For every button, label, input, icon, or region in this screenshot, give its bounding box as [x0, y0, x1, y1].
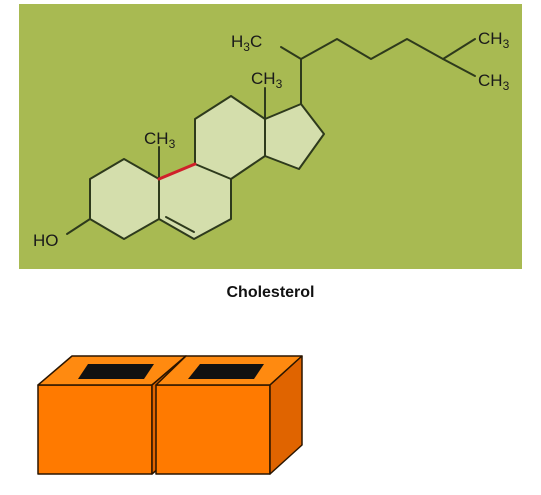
block-2-front-face: [155, 384, 271, 475]
cholesterol-structure-panel: HO CH3 CH3 H3C CH3 CH3: [19, 4, 522, 269]
hydroxyl-label: HO: [33, 231, 59, 250]
methyl-c13-label: CH3: [251, 69, 283, 91]
block-1-front-face: [37, 384, 153, 475]
methyl-c10-label: CH3: [144, 129, 176, 151]
terminal-methyl-label-2: CH3: [478, 71, 510, 93]
cholesterol-structure-diagram: HO CH3 CH3 H3C CH3 CH3: [19, 4, 522, 269]
skeleton-bonds: [66, 38, 476, 240]
block-2-side-face: [269, 355, 303, 475]
block-2: [155, 355, 303, 475]
ring-a: [90, 159, 159, 239]
ring-b-bonds: [158, 163, 232, 240]
terminal-methyl-label-1: CH3: [478, 29, 510, 51]
hydroxyl-bond: [66, 218, 91, 235]
ring-b: [159, 164, 231, 239]
block-1-opening: [78, 364, 154, 379]
ring-c: [195, 96, 265, 179]
ring-d: [265, 104, 324, 169]
side-chain-bonds: [300, 38, 476, 60]
double-bond-inner: [165, 216, 195, 233]
ring-c-bonds: [194, 95, 266, 180]
terminal-methyl-bond: [442, 58, 476, 77]
block-pair: [30, 350, 320, 480]
figure-caption: Cholesterol: [226, 284, 315, 301]
side-chain-methyl-bond: [280, 46, 302, 60]
highlighted-bond: [157, 162, 197, 181]
block-2-opening: [188, 364, 264, 379]
blocks-diagram: [37, 355, 303, 475]
side-chain-methyl-label: H3C: [231, 32, 262, 54]
ring-d-bonds: [264, 103, 325, 170]
